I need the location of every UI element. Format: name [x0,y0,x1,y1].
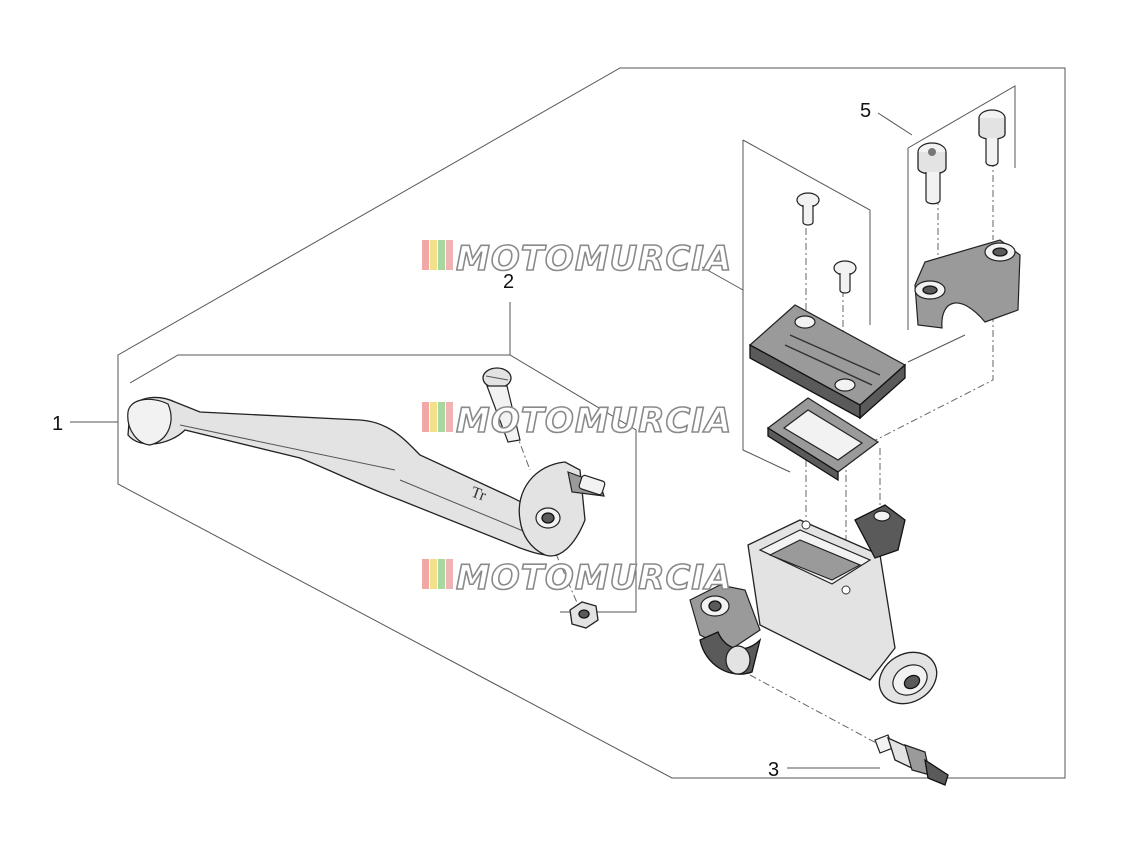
master-cylinder-body [689,504,938,705]
lever-ridge-2 [399,479,546,541]
brake-lever: Tr [127,396,606,557]
callout-5: 5 [860,100,871,122]
callout-2: 2 [503,271,514,293]
brake-light-switch [874,734,949,786]
reservoir-screw-left [796,192,820,226]
lever-group-frame [129,354,637,613]
outer-frame [117,67,1066,779]
pivot-pin [482,367,521,443]
watermark-text-top: MOTOMURCIA [456,239,732,279]
watermark-text-middle: MOTOMURCIA [456,401,732,441]
clamp-bolt-right [978,109,1006,167]
callout-1: 1 [52,413,63,435]
callout-3: 3 [768,759,779,781]
watermark-bottom: MOTOMURCIA [422,557,732,599]
leader-line-5 [877,112,913,136]
watermark-top: MOTOMURCIA [422,238,732,280]
reservoir-screw-right [833,260,857,294]
handlebar-clamp [914,239,1021,329]
lever-nut [569,601,599,629]
clamp-frame [907,85,1016,363]
watermark-text-bottom: MOTOMURCIA [456,558,732,598]
leader-line-reservoir [701,266,744,291]
assembly-line-clamp [859,300,994,449]
clamp-bolt-left [917,142,947,205]
assembly-line-switch [749,674,881,746]
lever-logo: Tr [469,484,489,505]
reservoir-frame [742,139,871,473]
assembly-line-pin [499,389,531,471]
lever-ridge [179,424,396,471]
reservoir-cap [748,304,907,420]
reservoir-diaphragm [766,397,880,482]
watermark-middle: MOTOMURCIA [422,400,732,442]
